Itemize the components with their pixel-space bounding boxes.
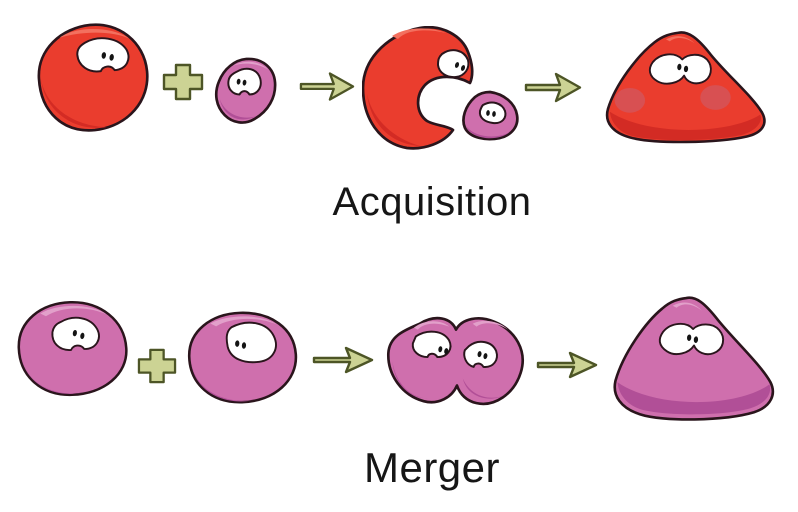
pink-blob-shadow xyxy=(219,99,257,120)
pink-blob-highlight xyxy=(210,316,277,327)
pink-blob-highlight xyxy=(232,61,269,70)
pupils xyxy=(236,78,247,86)
red-open-mouth-body xyxy=(362,26,474,150)
arrow-right-icon xyxy=(312,346,374,374)
merger-label: Merger xyxy=(363,444,501,491)
pupils xyxy=(677,63,689,73)
left-cheek xyxy=(614,87,646,113)
fusing-body xyxy=(387,316,524,406)
eye-patch xyxy=(437,49,470,79)
arrow-right-icon xyxy=(536,351,598,379)
eye-patch xyxy=(658,322,725,356)
arrow-right-icon xyxy=(299,72,355,101)
red-result-shadow xyxy=(609,111,761,141)
large-red-company-blob xyxy=(37,23,149,132)
pupils xyxy=(101,52,114,61)
combined-red-company-blob xyxy=(605,31,766,144)
small-pink-company-blob xyxy=(214,57,277,124)
pupils xyxy=(72,329,85,340)
red-company-swallowing-pink-company xyxy=(362,26,519,150)
acquisition-label: Acquisition xyxy=(332,180,532,224)
red-result-body xyxy=(605,31,766,144)
red-open-mouth-highlight xyxy=(392,28,446,39)
scared-pink-blob-shadow xyxy=(466,126,510,139)
pupils xyxy=(687,334,699,343)
fusing-highlight-left xyxy=(413,321,450,330)
pink-blob-highlight xyxy=(40,305,107,317)
plus-icon xyxy=(137,348,177,384)
fusing-shadow-right xyxy=(462,378,506,399)
right-cheek xyxy=(700,85,731,110)
combined-pink-company-blob xyxy=(613,296,775,421)
pupils xyxy=(235,340,247,349)
red-open-mouth-shadow xyxy=(367,94,420,146)
pink-company-a-blob xyxy=(17,301,128,397)
fusing-highlight-right xyxy=(472,320,508,330)
pink-result-highlight xyxy=(672,302,702,311)
two-pink-companies-fusing xyxy=(387,316,524,406)
red-result-highlight xyxy=(666,36,695,44)
pink-result-shadow xyxy=(617,382,771,415)
eye-patch xyxy=(225,321,277,364)
pupils xyxy=(438,346,488,360)
arrow-right-icon xyxy=(524,72,582,103)
pupils xyxy=(486,110,496,117)
pink-result-body xyxy=(613,296,775,421)
pink-company-b-blob xyxy=(187,311,298,404)
plus-icon xyxy=(162,63,204,101)
pupils xyxy=(454,62,466,71)
red-blob-highlight xyxy=(59,28,130,39)
